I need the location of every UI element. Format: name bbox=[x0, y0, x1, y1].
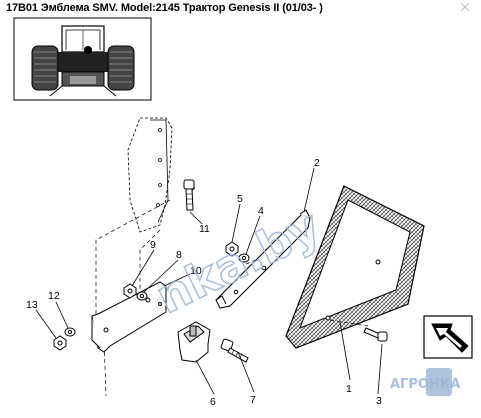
part-washer-12 bbox=[64, 327, 76, 337]
watermark-corner-badge: АГРОНКА bbox=[390, 368, 461, 396]
part-clip bbox=[177, 321, 211, 363]
callout-13: 13 bbox=[26, 299, 38, 311]
part-bolt-11 bbox=[183, 179, 195, 211]
part-bolt-3 bbox=[363, 327, 388, 342]
tractor-thumbnail-icon bbox=[13, 17, 152, 101]
callout-6: 6 bbox=[210, 396, 216, 408]
callout-1: 1 bbox=[346, 383, 352, 395]
part-nut-5 bbox=[225, 241, 239, 257]
callout-3: 3 bbox=[376, 395, 382, 407]
part-long-bracket bbox=[215, 209, 311, 309]
fender-panel bbox=[127, 117, 173, 233]
callout-8: 8 bbox=[176, 249, 182, 261]
callout-11: 11 bbox=[199, 223, 210, 235]
part-smv-emblem bbox=[285, 185, 425, 349]
callout-leaders bbox=[35, 167, 383, 395]
part-bolt-7 bbox=[220, 338, 249, 363]
corner-arrow-icon[interactable] bbox=[423, 315, 473, 359]
callout-12: 12 bbox=[48, 290, 60, 302]
part-washer-4 bbox=[238, 253, 250, 263]
part-nut-9 bbox=[123, 283, 137, 299]
part-lower-bracket bbox=[91, 281, 167, 353]
watermark-corner: АГРОНКА bbox=[390, 377, 461, 392]
callout-7: 7 bbox=[250, 394, 256, 406]
callout-2: 2 bbox=[314, 157, 320, 169]
callout-10: 10 bbox=[190, 265, 202, 277]
part-washer-8 bbox=[136, 291, 148, 301]
callout-4: 4 bbox=[258, 205, 264, 217]
callout-5: 5 bbox=[237, 193, 243, 205]
close-icon[interactable] bbox=[460, 2, 470, 12]
page-title: 17B01 Эмблема SMV. Model:2145 Трактор Ge… bbox=[6, 2, 323, 14]
part-nut-13 bbox=[53, 335, 67, 351]
callout-9: 9 bbox=[150, 239, 156, 251]
